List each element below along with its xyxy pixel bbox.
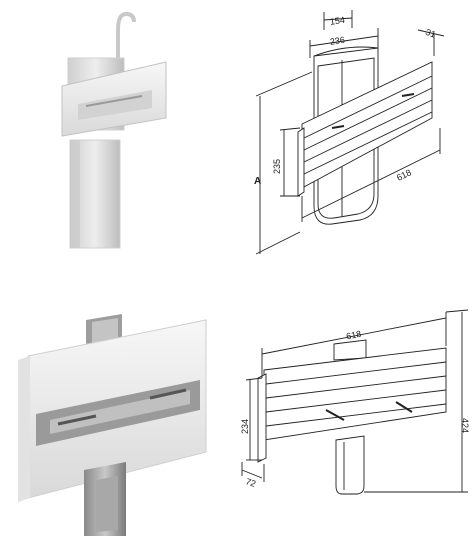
br-dim-234-t1 — [245, 377, 263, 381]
rail-left — [57, 414, 97, 426]
br-dim-label-234: 234 — [240, 419, 250, 434]
dim-a-t1 — [255, 71, 313, 97]
br-dim-label-72: 72 — [244, 476, 257, 489]
dim-label-236: 236 — [329, 35, 345, 47]
dim-154-line — [323, 17, 353, 21]
panel-line-2 — [303, 87, 433, 151]
rail-right — [149, 388, 187, 400]
big-panel-rim — [18, 356, 30, 502]
photo-bottom-left — [18, 314, 207, 536]
front-panel-inner — [297, 127, 305, 197]
dim-31-line — [417, 29, 445, 37]
drawing-bottom-right-labels: 618 424 234 72 — [240, 329, 470, 489]
lower-post-face — [96, 476, 118, 532]
rail-b — [401, 93, 415, 97]
br-dim-72-line — [241, 469, 263, 479]
dim-label-154: 154 — [329, 15, 345, 27]
dim-235-t1 — [279, 127, 301, 131]
main-panel — [263, 347, 447, 441]
top-stub — [333, 339, 367, 361]
br-dim-618-line — [261, 317, 447, 355]
slot-inner — [50, 390, 190, 434]
dim-label-31: 31 — [424, 27, 437, 40]
panel-line-1 — [303, 75, 433, 139]
mp-line-4 — [265, 403, 447, 427]
drawing-bottom-right — [241, 309, 469, 495]
br-rail-b — [395, 401, 413, 413]
dim-label-a: A — [254, 176, 261, 187]
mp-line-3 — [265, 389, 447, 413]
top-cap — [313, 46, 379, 57]
drawing-top-right — [255, 10, 445, 255]
br-lower-post — [335, 435, 365, 495]
rail — [85, 95, 143, 107]
post-shadow — [70, 140, 80, 248]
post-top-face — [92, 318, 118, 344]
wall-plate-inner — [317, 57, 375, 219]
hook — [116, 11, 136, 60]
br-dim-label-618: 618 — [345, 329, 362, 342]
dim-label-618: 618 — [395, 167, 413, 183]
main-panel-rim — [257, 373, 267, 463]
photo-top-left — [61, 11, 167, 249]
br-dim-424-t1 — [445, 309, 469, 313]
panel-line-3 — [303, 99, 433, 163]
dim-236-line — [309, 35, 379, 47]
dim-a-t2 — [255, 231, 301, 255]
mp-line-2 — [265, 375, 447, 399]
dim-618-line — [301, 149, 441, 219]
rail-a — [331, 125, 345, 129]
dim-label-235: 235 — [272, 159, 282, 174]
panel-line-4 — [303, 111, 433, 175]
br-dim-label-424: 424 — [460, 418, 470, 433]
br-rail-a — [325, 409, 345, 421]
mp-line-1 — [265, 361, 447, 385]
